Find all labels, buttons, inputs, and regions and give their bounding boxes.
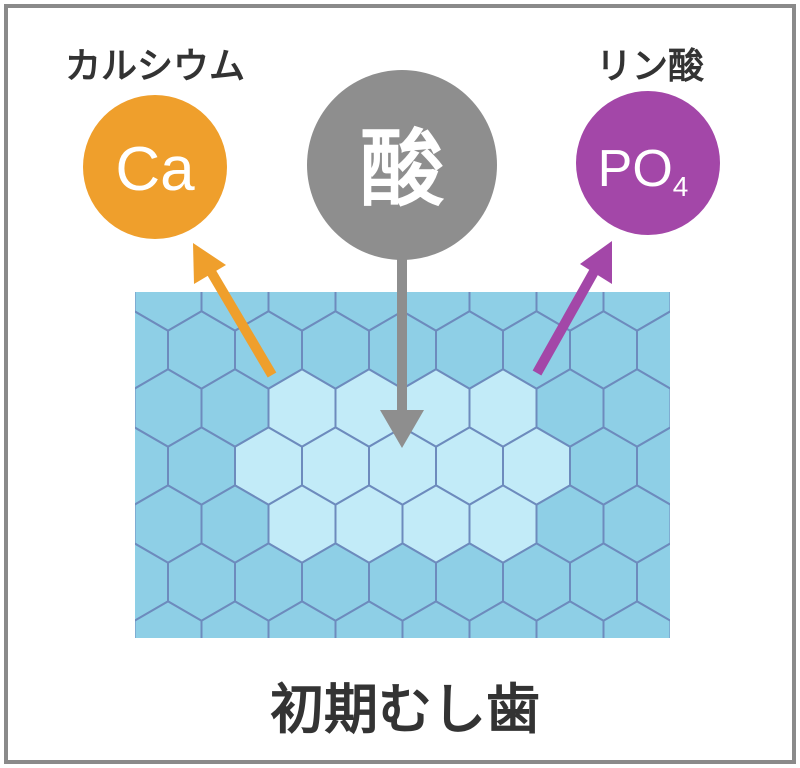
enamel-hexagon [0,369,1,446]
enamel-hexagon [168,660,235,737]
enamel-hexagon [1,601,68,678]
enamel-hexagon [34,311,101,388]
calcium-symbol: Ca [115,135,195,204]
phosphate-symbol-main: PO [598,140,673,198]
enamel-hexagon [669,292,670,313]
frame [4,4,796,764]
enamel-hexagon [704,543,771,620]
enamel-hexagon [602,600,670,638]
enamel-hexagon [636,310,670,390]
enamel-hexagon [738,253,800,330]
enamel-hexagon [34,427,101,504]
enamel-hexagon [1,253,68,330]
hexagon-grid [0,195,800,768]
enamel-hexagon [704,660,771,737]
enamel-hexagon [101,660,168,737]
phosphate-circle [576,91,720,235]
enamel-hexagon [570,660,637,737]
calcium-circle [83,95,227,239]
phosphate-symbol: PO4 [598,140,689,202]
acid-circle [307,70,497,260]
enamel-hexagon [503,195,570,272]
enamel-hexagon [135,619,136,638]
enamel-hexagon [636,426,670,506]
enamel-hexagon [34,660,101,737]
enamel-hexagon [738,369,800,446]
enamel-hexagon [669,503,670,545]
phosphate-subscript: 4 [673,171,689,202]
enamel-hexagon [0,601,1,678]
enamel-hexagon [1,369,68,446]
enamel-hexagon [34,195,101,272]
enamel-hexagon [636,542,670,622]
enamel-hexagon [738,601,800,678]
acid-symbol: 酸 [360,122,445,216]
enamel-hexagon [0,485,1,562]
enamel-hexagon [704,427,771,504]
enamel-hexagon [0,253,1,330]
enamel-hexagon [135,292,136,313]
enamel-hexagon [135,503,136,545]
enamel-hexagon [235,195,302,272]
acid-arrow [380,255,424,448]
enamel-hexagon [704,311,771,388]
enamel-hexagon [669,387,670,429]
enamel-hexagon [738,485,800,562]
enamel-hexagon [34,543,101,620]
enamel-hexagon [0,718,1,768]
phosphate-arrow [532,241,612,376]
enamel-hexagon [704,195,771,272]
enamel-hexagon [637,660,704,737]
enamel-hexagon [135,387,136,429]
caption: 初期むし歯 [270,678,540,741]
calcium-arrow [193,243,277,378]
enamel-hexagon [1,485,68,562]
phosphate-label: リン酸 [596,46,704,87]
calcium-label: カルシウム [65,46,245,87]
enamel-hexagon [669,619,670,638]
